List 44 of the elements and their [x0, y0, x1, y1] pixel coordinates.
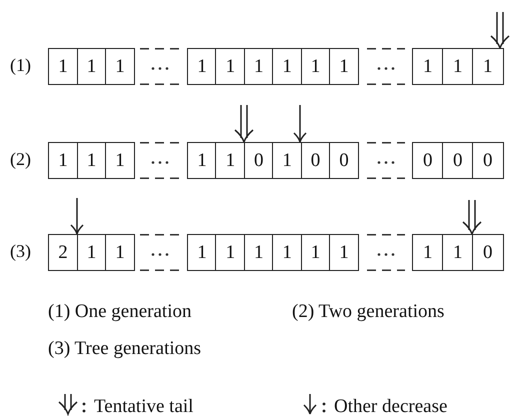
number-cell: 1: [48, 48, 78, 85]
number-cell: 0: [442, 142, 474, 179]
number-cell: 2: [48, 234, 78, 271]
number-cell: 1: [412, 48, 444, 85]
row-number: (2): [10, 150, 31, 168]
number-cell: 1: [105, 142, 135, 179]
number-cell: 1: [215, 234, 246, 271]
number-cell: 0: [329, 142, 359, 179]
number-cell: 1: [272, 48, 302, 85]
number-cell: 1: [215, 142, 246, 179]
number-cell: 0: [244, 142, 274, 179]
number-cell: 1: [329, 234, 359, 271]
caption-text: (2) Two generations: [292, 302, 444, 321]
caption-text: (3) Tree generations: [48, 339, 202, 358]
caption-text: (1) One generation: [48, 302, 192, 321]
number-cell: 1: [412, 234, 444, 271]
number-cell: 1: [76, 48, 106, 85]
number-cell: 1: [76, 234, 106, 271]
number-cell: 1: [300, 48, 330, 85]
number-cell: 1: [244, 234, 274, 271]
number-cell: 0: [472, 234, 504, 271]
row-number: (1): [10, 56, 31, 74]
number-cell: 0: [412, 142, 444, 179]
legend-text: Tentative tail: [94, 397, 194, 416]
number-cell: 1: [442, 48, 474, 85]
number-cell: 1: [215, 48, 246, 85]
number-cell: 1: [472, 48, 504, 85]
legend-text: Other decrease: [334, 397, 448, 416]
number-cell: 0: [472, 142, 504, 179]
number-cell: 1: [48, 142, 78, 179]
number-cell: 1: [105, 234, 135, 271]
number-cell: 1: [442, 234, 474, 271]
number-cell: 1: [272, 234, 302, 271]
number-cell: 0: [300, 142, 330, 179]
number-cell: 1: [187, 234, 217, 271]
number-cell: 1: [187, 48, 217, 85]
number-cell: 1: [272, 142, 302, 179]
number-cell: 1: [244, 48, 274, 85]
number-cell: 1: [187, 142, 217, 179]
row-number: (3): [10, 242, 31, 260]
number-cell: 1: [329, 48, 359, 85]
number-cell: 1: [76, 142, 106, 179]
number-cell: 1: [300, 234, 330, 271]
number-cell: 1: [105, 48, 135, 85]
